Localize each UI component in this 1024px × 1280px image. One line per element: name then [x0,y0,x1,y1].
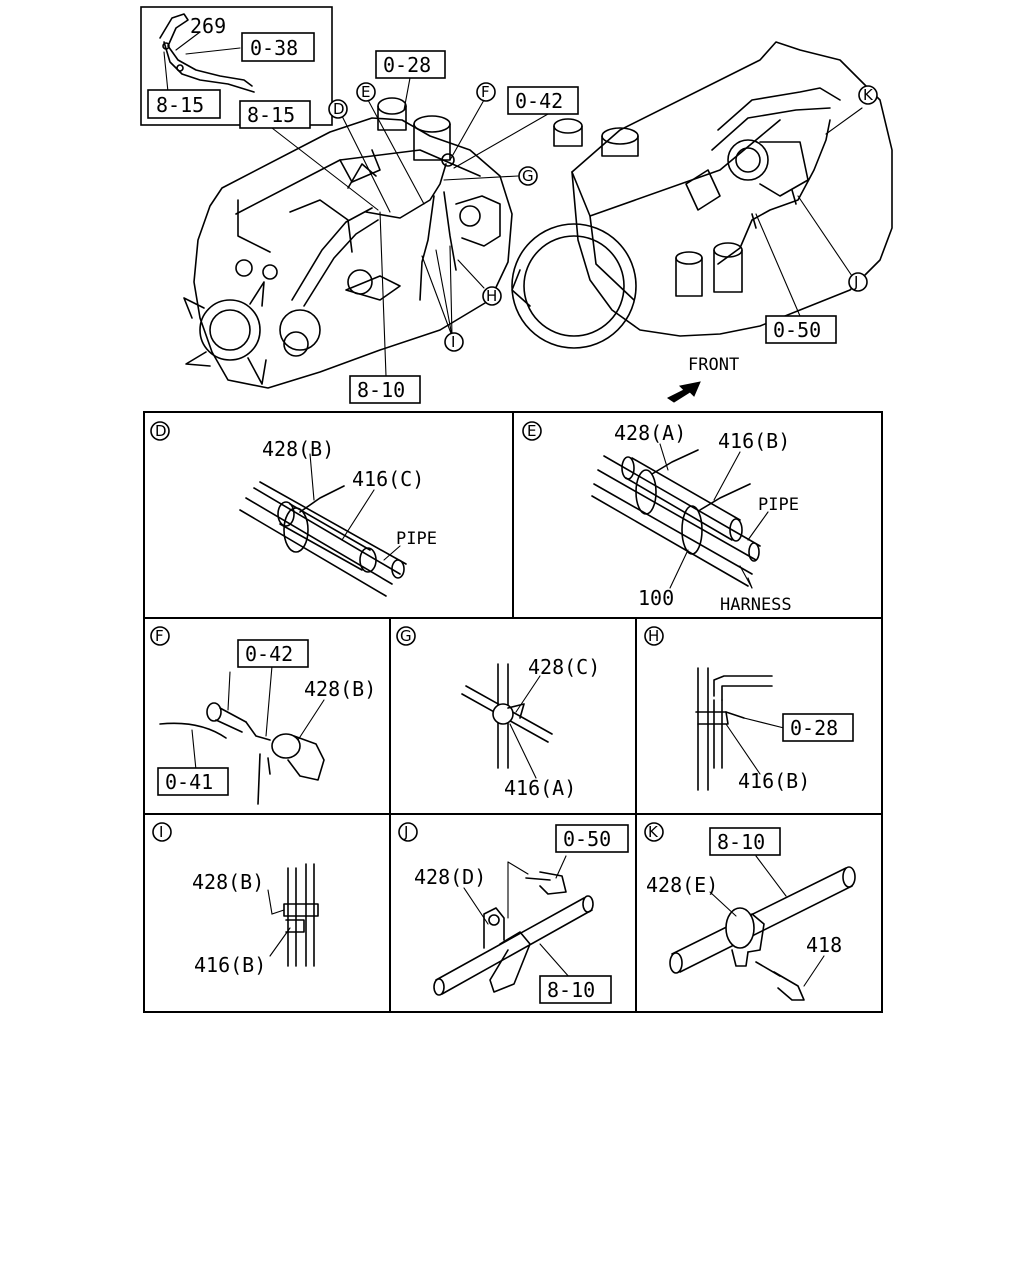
detail-J-drawing [433,855,594,996]
ref-0-50: 0-50 [773,318,821,342]
right-engine-drawing [511,41,893,349]
front-arrow-icon [667,381,701,403]
ref-0-28: 0-28 [383,53,431,77]
detail-J-part-428D: 428(D) [414,865,486,889]
detail-D: D 428(B) 416(C) PIPE [150,421,437,597]
detail-F-drawing [159,665,325,805]
detail-I-callout: I [159,823,163,841]
detail-K-part-428E: 428(E) [646,873,718,897]
ref-0-42: 0-42 [515,89,563,113]
callout-G: G [522,167,534,185]
callout-H: H [486,287,497,305]
callout-K: K [863,86,874,104]
callout-K-circle [858,85,878,105]
detail-H-part-416B: 416(B) [738,769,810,793]
detail-J: J 0-50 428(D) 8-10 [398,822,629,1004]
detail-D-callout: D [155,422,167,440]
detail-G-part-416A: 416(A) [504,776,576,800]
detail-E-part-416B: 416(B) [718,429,790,453]
callout-I-circle [444,332,464,352]
inset-label-0-38: 0-38 [250,36,298,60]
detail-D-pipe-label: PIPE [396,529,437,549]
front-label: FRONT [688,355,739,375]
callout-H-circle [482,286,502,306]
detail-F-callout: F [155,627,164,645]
callout-F: F [481,83,490,101]
callout-D: D [333,100,345,118]
inset-label-269: 269 [190,14,226,38]
detail-K-drawing [669,855,856,1001]
detail-J-ref-8-10: 8-10 [547,978,595,1002]
callout-G-circle [518,166,538,186]
overview-callouts: D E F G H I J K [328,82,878,352]
detail-G-drawing [461,663,553,779]
detail-D-drawing [239,453,407,597]
detail-G-callout: G [400,627,412,645]
callout-E: E [361,83,370,101]
detail-F-ref-0-41: 0-41 [165,770,213,794]
callout-E-circle [356,82,376,102]
detail-G-part-428C: 428(C) [528,655,600,679]
detail-I: I 428(B) 416(B) [152,822,319,977]
detail-H-ref-0-28: 0-28 [790,716,838,740]
detail-K-part-418: 418 [806,933,842,957]
inset-label-8-15: 8-15 [156,93,204,117]
detail-H-callout: H [648,627,659,645]
detail-K-callout: K [648,823,659,841]
overview-leaders [271,77,863,377]
detail-F-ref-0-42: 0-42 [245,642,293,666]
detail-E-drawing [591,443,769,589]
detail-I-part-416B: 416(B) [194,953,266,977]
detail-E-harness-label: HARNESS [720,595,792,615]
detail-J-callout: J [403,823,408,841]
callout-F-circle [476,82,496,102]
detail-E-part-428A: 428(A) [614,421,686,445]
detail-H-drawing [695,667,785,791]
ref-8-10: 8-10 [357,378,405,402]
detail-J-ref-0-50: 0-50 [563,827,611,851]
detail-H: H 0-28 416(B) [644,626,854,793]
inset-ref-box [241,32,315,62]
inset-bracket-drawing [159,13,255,93]
detail-E: E 428(A) 416(B) PIPE 100 HARNESS [522,421,799,615]
overview-ref-boxes: 0-28 0-42 8-15 0-50 8-10 [239,50,837,404]
detail-F-part-428B: 428(B) [304,677,376,701]
detail-F: F 0-42 428(B) 0-41 [150,626,376,805]
detail-G: G 428(C) 416(A) [396,626,600,800]
callout-I: I [451,333,455,351]
detail-K-ref-8-10: 8-10 [717,830,765,854]
detail-K: K 8-10 428(E) 418 [644,822,856,1001]
inset-ref-box-2 [147,89,221,119]
detail-D-part-428B: 428(B) [262,437,334,461]
detail-I-drawing [267,863,319,967]
callout-D-circle [328,99,348,119]
detail-grid [143,411,883,1013]
callout-J-circle [848,272,868,292]
ref-8-15: 8-15 [247,103,295,127]
detail-I-part-428B: 428(B) [192,870,264,894]
detail-E-part-100: 100 [638,586,674,610]
engine-overview: 269 0-38 8-15 [140,6,893,404]
detail-D-part-416C: 416(C) [352,467,424,491]
detail-E-pipe-label: PIPE [758,495,799,515]
callout-J: J [853,273,858,291]
detail-E-callout: E [527,422,536,440]
